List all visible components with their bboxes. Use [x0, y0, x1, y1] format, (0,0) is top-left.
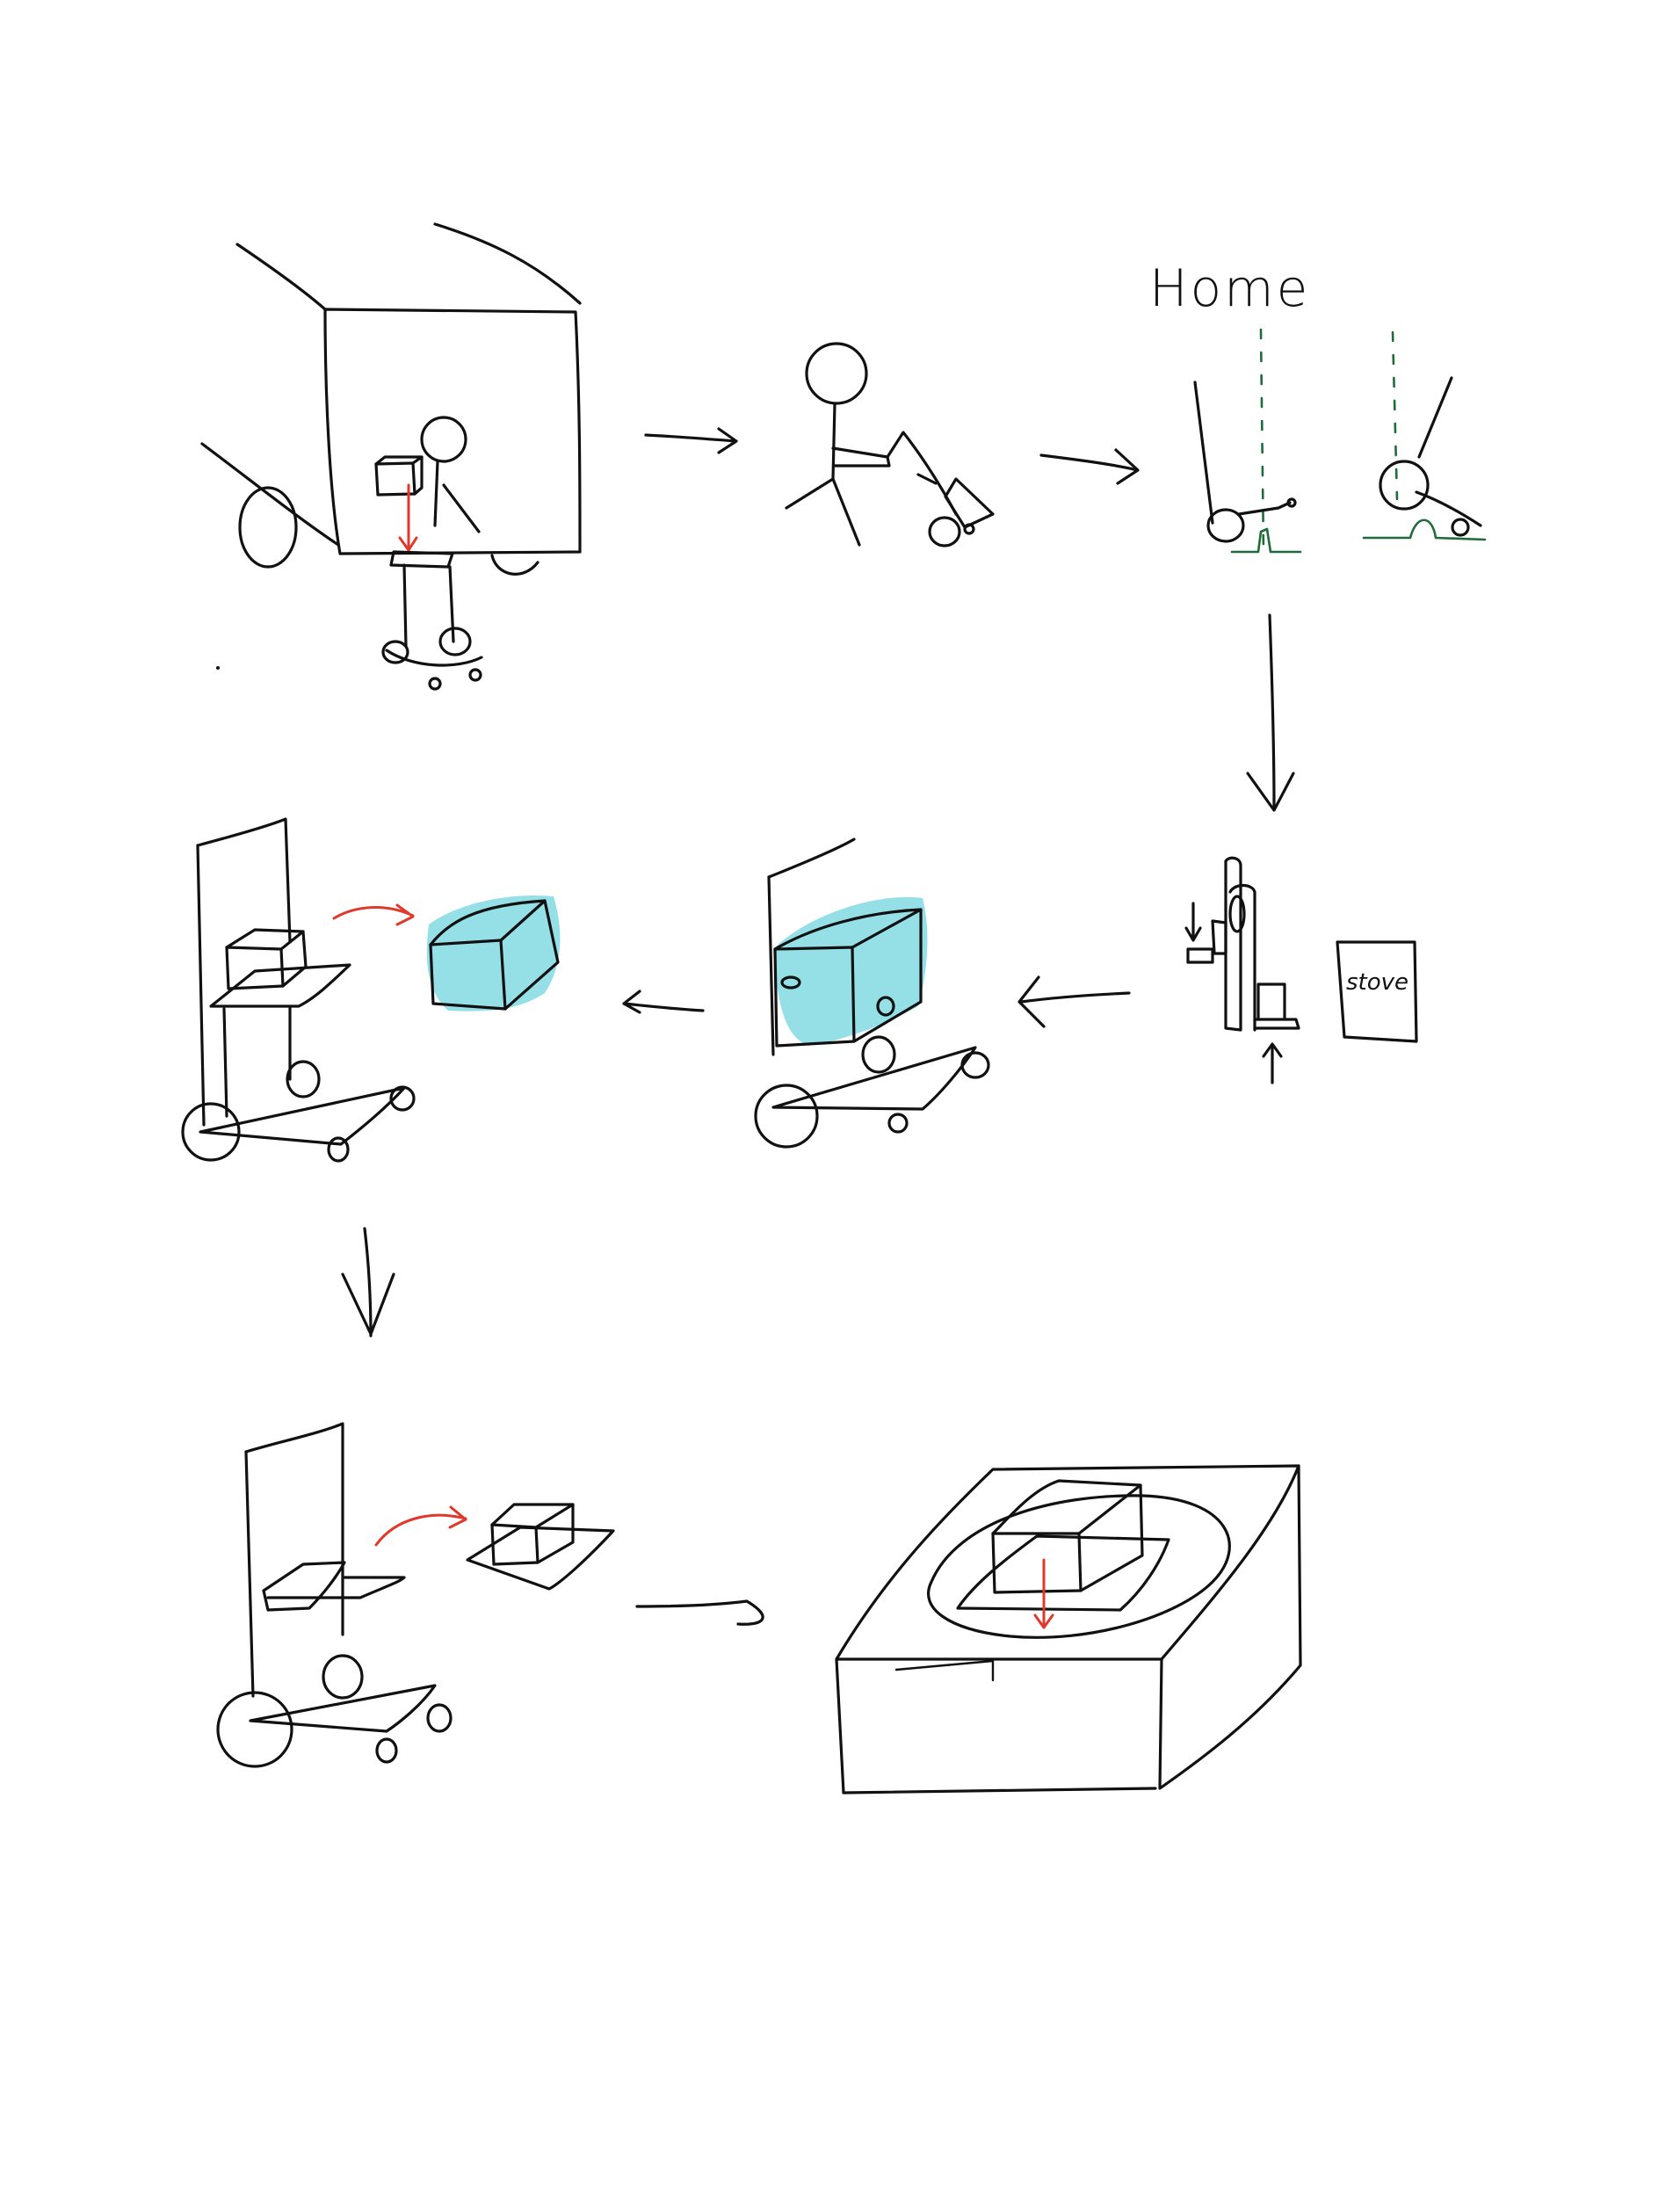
- flow-arrow-icon: [341, 1227, 395, 1338]
- small-box-icon: [991, 1479, 1144, 1594]
- small-box-icon: [374, 455, 424, 497]
- curved-arrow-icon: [374, 1505, 467, 1547]
- down-arrow-icon: [398, 483, 418, 552]
- home-line-left: [1259, 328, 1265, 554]
- stove-box: stove: [1336, 940, 1418, 1043]
- person-head: [805, 342, 868, 405]
- robot-at-home-left: [1193, 381, 1302, 554]
- flow-arrow-icon: [622, 990, 705, 1014]
- curved-arrow-icon: [332, 903, 415, 926]
- robot-cart-frame: [754, 837, 990, 1149]
- flow-arrow-icon: [635, 1599, 764, 1626]
- panel-person-pushing: [785, 342, 995, 547]
- panel-robot-transfer: [181, 817, 561, 1163]
- panel-home-position: Home: [1149, 258, 1487, 554]
- surface-rings: [926, 1494, 1231, 1639]
- panel-robot-place-box: [216, 1422, 615, 1768]
- flow-arrow-icon: [644, 427, 738, 454]
- robot-cart-frame: [181, 817, 416, 1163]
- flow-arrow-icon: [1246, 613, 1295, 812]
- big-box-cyan: [773, 896, 928, 1048]
- delivery-truck: [200, 222, 582, 576]
- home-label: Home: [1149, 258, 1310, 318]
- person-loading-figure: [420, 416, 481, 533]
- stray-dot: [216, 666, 220, 670]
- robot-side-view: [1184, 856, 1300, 1084]
- small-box-on-tray: [466, 1503, 615, 1591]
- stove-label: stove: [1346, 969, 1408, 996]
- panel-robot-at-stove: stove: [1184, 856, 1418, 1084]
- down-arrow-icon: [1033, 1558, 1054, 1629]
- big-box-cyan: [426, 895, 561, 1011]
- table-surface: [835, 1464, 1302, 1795]
- flow-arrow-icon: [1039, 448, 1140, 485]
- robot-cart-frame: [216, 1422, 453, 1768]
- hand-truck-icon: [928, 477, 995, 547]
- small-box-icon: [225, 928, 308, 990]
- home-line-right: [1391, 330, 1399, 501]
- robot-at-home-right: [1362, 376, 1487, 541]
- flow-arrow-icon: [1017, 975, 1131, 1028]
- panel-robot-big-box: [754, 837, 990, 1149]
- robot-cart-icon: [381, 550, 483, 691]
- panel-truck-unload: [200, 222, 582, 691]
- panel-box-on-table: [835, 1464, 1302, 1795]
